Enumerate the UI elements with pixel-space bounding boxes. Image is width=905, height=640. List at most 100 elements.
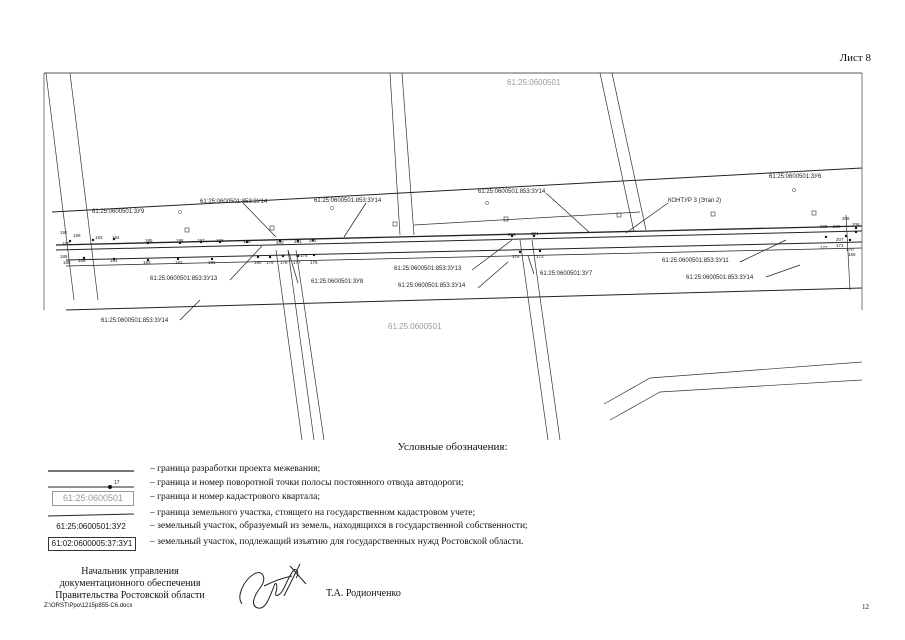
legend-symbol-road-point: 17 [48,480,134,489]
legend-symbol-registered-plot [47,513,135,517]
marker [269,225,275,231]
cross-line [531,239,561,440]
legend-row: 61:25:0600501 – граница и номер кадастро… [46,491,646,506]
legend-quarter-symbol: 61:25:0600501 [52,491,134,506]
point-number: 190 [62,241,70,246]
road-line-2 [55,230,863,251]
signatory-name: Т.А. Родионченко [326,588,401,599]
legend-title: Условные обозначения: [397,441,508,453]
signatory-position-line: документационного обеспечения [59,578,201,589]
marker [616,212,622,218]
point-number: 180 [254,260,262,265]
legend-text: – земельный участок, образуемый из земел… [150,521,528,531]
leader-line [739,239,787,263]
point-number: 191 [60,230,68,235]
point-number: 171 [836,243,844,248]
plot-label: 61:25:0600501:853:3У14 [478,189,546,195]
point-number: 195 [145,238,153,243]
plot-label: 61:25:0600501:853:3У11 [662,258,729,264]
point-number: 202 [309,238,317,243]
leader-line [765,264,801,278]
field-outline [609,379,863,421]
marker [178,210,182,214]
point-number: 182 [175,260,183,265]
plot-label: 61:25:0600501:3У8 [311,279,364,285]
quarter-label: 61:25:0600501 [507,78,561,87]
plot-label: 61:25:0600501:853:3У14 [398,283,466,289]
cadastral-map: 61:25:0600501 61:25:0600501 61:25:060050… [43,72,863,440]
point-number: 199 [243,239,251,244]
point-number: 172 [820,245,828,250]
page-number: 12 [862,603,869,611]
legend-row: 17 – граница и номер поворотной точки по… [46,478,646,492]
point-number: 169 [848,252,856,257]
point-number: 200 [276,240,284,245]
plot-label: КОНТУР 3 (Этап 2) [668,198,721,204]
turning-points [68,226,858,262]
point-number: 194 [112,235,120,240]
point-number: 188 [63,260,71,265]
legend-point-number: 17 [114,480,120,486]
marker [792,188,796,192]
road-boundary-south [65,287,863,311]
point-number: 174 [512,254,520,259]
cross-line [599,72,635,233]
marker [503,216,509,222]
point-number: 184 [110,258,118,263]
quarter-label: 61:25:0600501 [388,322,442,331]
legend-plot-symbol: 61:25:0600501:3У2 [56,522,126,531]
cross-line [389,72,401,236]
cross-line [519,239,549,440]
legend-text: – граница земельного участка, стоящего н… [150,508,476,518]
marker [710,211,716,217]
point-number: 203 [508,232,516,237]
point-number: 175 [310,260,318,265]
legend-text: – граница и номер кадастрового квартала; [150,492,320,502]
signature-image [239,563,307,609]
leader-line [527,255,535,275]
signatory-position-line: Правительства Ростовской области [55,590,205,601]
point-number: 196 [176,238,184,243]
leader-line [471,239,513,271]
leader-line [545,192,591,234]
leader-line [477,261,509,289]
point-number: 189 [73,233,81,238]
point-number: 181 [208,260,216,265]
point-number: 186 [60,254,68,259]
cross-line [845,214,851,291]
point-number: 183 [143,260,151,265]
leader-line [242,202,277,238]
road-line-3 [65,241,863,261]
plot-label: 61:25:0600501:3У6 [769,174,822,180]
point-number: 177 [293,260,301,265]
plot-label: 61:25:0600501:853:3У14 [101,318,169,324]
field-edge [413,211,641,226]
file-path: Z:\ORST\Ppo\1215p855-C6.docx [44,603,133,609]
point-number: 204 [531,231,539,236]
legend-row: 61:25:0600501:3У2 – земельный участок, о… [46,521,646,535]
cross-line [611,72,647,231]
cross-line [401,72,415,236]
point-number: 209 [833,224,841,229]
legend-text: – земельный участок, подлежащий изъятию … [150,537,524,547]
point-number: 179 [266,260,274,265]
plot-label: 61:25:0600501:853:3У14 [314,198,382,204]
marker [485,201,489,205]
point-number: 207 [836,237,844,242]
leader-line [343,202,367,238]
marker [392,221,398,227]
cross-line [295,249,325,440]
legend-row: – граница земельного участка, стоящего н… [46,508,646,522]
leader-line [229,245,263,281]
point-number: 170 [846,247,854,252]
point-number: 173 [536,254,544,259]
legend-text: – граница и номер поворотной точки полос… [150,478,464,488]
point-number: 176 [300,253,308,258]
legend-text: – граница разработки проекта межевания; [150,464,321,474]
legend-row: 61:02:0600005:37:3У1 – земельный участок… [46,537,646,551]
point-number: 197 [197,238,205,243]
point-number: 208 [852,222,860,227]
road-boundary-north [51,167,863,213]
plot-label: 61:25:0600501:853:3У13 [150,276,218,282]
point-number: 205 [820,224,828,229]
